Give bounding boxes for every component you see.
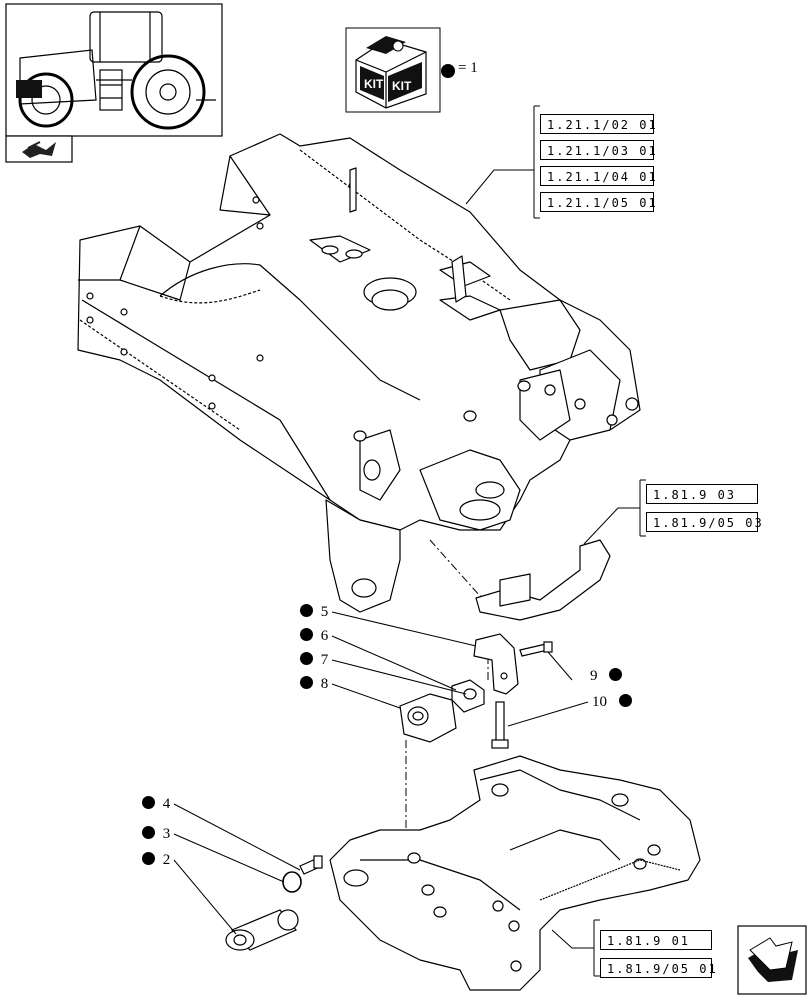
callout-10[interactable]: 10 — [592, 694, 632, 710]
callout-number: 8 — [320, 676, 329, 692]
tractor-thumbnail[interactable] — [5, 3, 223, 137]
callout-number: 6 — [320, 628, 329, 644]
ref-bracket-2[interactable]: 1.81.9/05 03 — [646, 512, 762, 532]
block-part — [399, 693, 457, 743]
kit-dot — [300, 676, 313, 689]
screw-part — [519, 641, 553, 657]
callout-number: 10 — [592, 694, 607, 710]
callout-9[interactable]: 9 — [590, 668, 623, 684]
ref-bracket-1[interactable]: 1.81.9 03 — [646, 484, 758, 504]
kit-box-icon: KIT KIT — [355, 36, 427, 109]
kit-dot — [300, 652, 313, 665]
callout-number: 9 — [590, 668, 598, 684]
cap-bolt-part — [299, 855, 323, 875]
callout-number: 5 — [320, 604, 329, 620]
kit-box-label-left: KIT — [364, 77, 384, 91]
callout-2[interactable]: 2 — [142, 852, 170, 868]
ref-frame-4[interactable]: 1.21.1/05 01 — [540, 192, 656, 212]
kit-dot — [609, 668, 623, 681]
upper-bracket-part — [475, 539, 611, 621]
front-frame-part — [77, 133, 641, 613]
kit-legend: KIT KIT — [345, 27, 455, 113]
kit-dot — [142, 796, 155, 809]
ref-frame-1[interactable]: 1.21.1/02 01 — [540, 114, 656, 134]
leader-lines — [173, 105, 646, 977]
kit-legend-text: = 1 — [458, 60, 478, 76]
lower-support-part — [329, 755, 701, 991]
callout-8[interactable]: 8 — [300, 676, 328, 692]
kit-box-label-right: KIT — [392, 79, 412, 93]
callout-3[interactable]: 3 — [142, 826, 170, 842]
callout-number: 3 — [162, 826, 171, 842]
kit-dot — [300, 604, 313, 617]
ref-support-2[interactable]: 1.81.9/05 01 — [600, 958, 716, 978]
highlight-marker — [16, 80, 42, 98]
view-selector[interactable] — [5, 135, 73, 163]
ref-frame-3[interactable]: 1.21.1/04 01 — [540, 166, 656, 186]
ref-frame-2[interactable]: 1.21.1/03 01 — [540, 140, 656, 160]
pin-part — [225, 909, 299, 951]
callout-number: 2 — [162, 852, 171, 868]
kit-dot — [300, 628, 313, 641]
next-page-arrow-icon — [748, 937, 798, 982]
callout-7[interactable]: 7 — [300, 652, 328, 668]
kit-dot — [441, 64, 455, 78]
ring-part — [282, 871, 302, 893]
kit-dot — [142, 852, 155, 865]
bolt-part — [491, 701, 509, 749]
kit-dot — [618, 694, 632, 707]
callout-4[interactable]: 4 — [142, 796, 170, 812]
callout-5[interactable]: 5 — [300, 604, 328, 620]
callout-6[interactable]: 6 — [300, 628, 328, 644]
tractor-icon — [18, 11, 216, 130]
view-arrow-icon — [22, 141, 56, 158]
bracket-plate-part — [473, 633, 519, 695]
next-page-button[interactable] — [737, 925, 807, 995]
bushing-part — [451, 679, 485, 713]
kit-dot — [142, 826, 155, 839]
callout-number: 4 — [162, 796, 171, 812]
ref-support-1[interactable]: 1.81.9 01 — [600, 930, 712, 950]
callout-number: 7 — [320, 652, 329, 668]
